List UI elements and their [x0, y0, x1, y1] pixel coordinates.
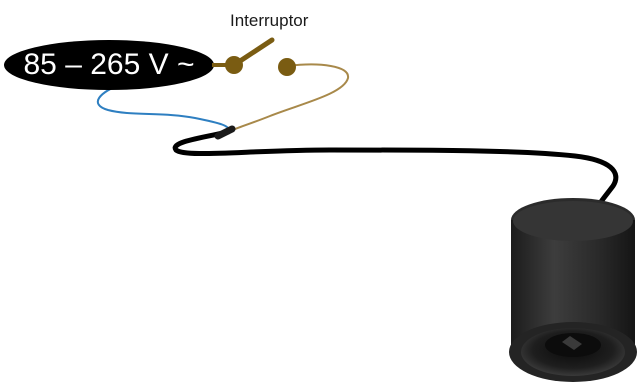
voltage-source — [4, 40, 214, 90]
switch-label: Interruptor — [230, 11, 309, 30]
neutral-wire — [96, 83, 230, 133]
phase-wire — [227, 63, 349, 133]
power-cable — [172, 129, 619, 215]
switch-contact-left — [225, 56, 243, 74]
lamp-socket — [509, 198, 637, 382]
voltage-label: 85 – 265 V ~ — [23, 48, 195, 81]
cable-sleeve — [214, 125, 236, 140]
switch-contact-right — [278, 58, 296, 76]
